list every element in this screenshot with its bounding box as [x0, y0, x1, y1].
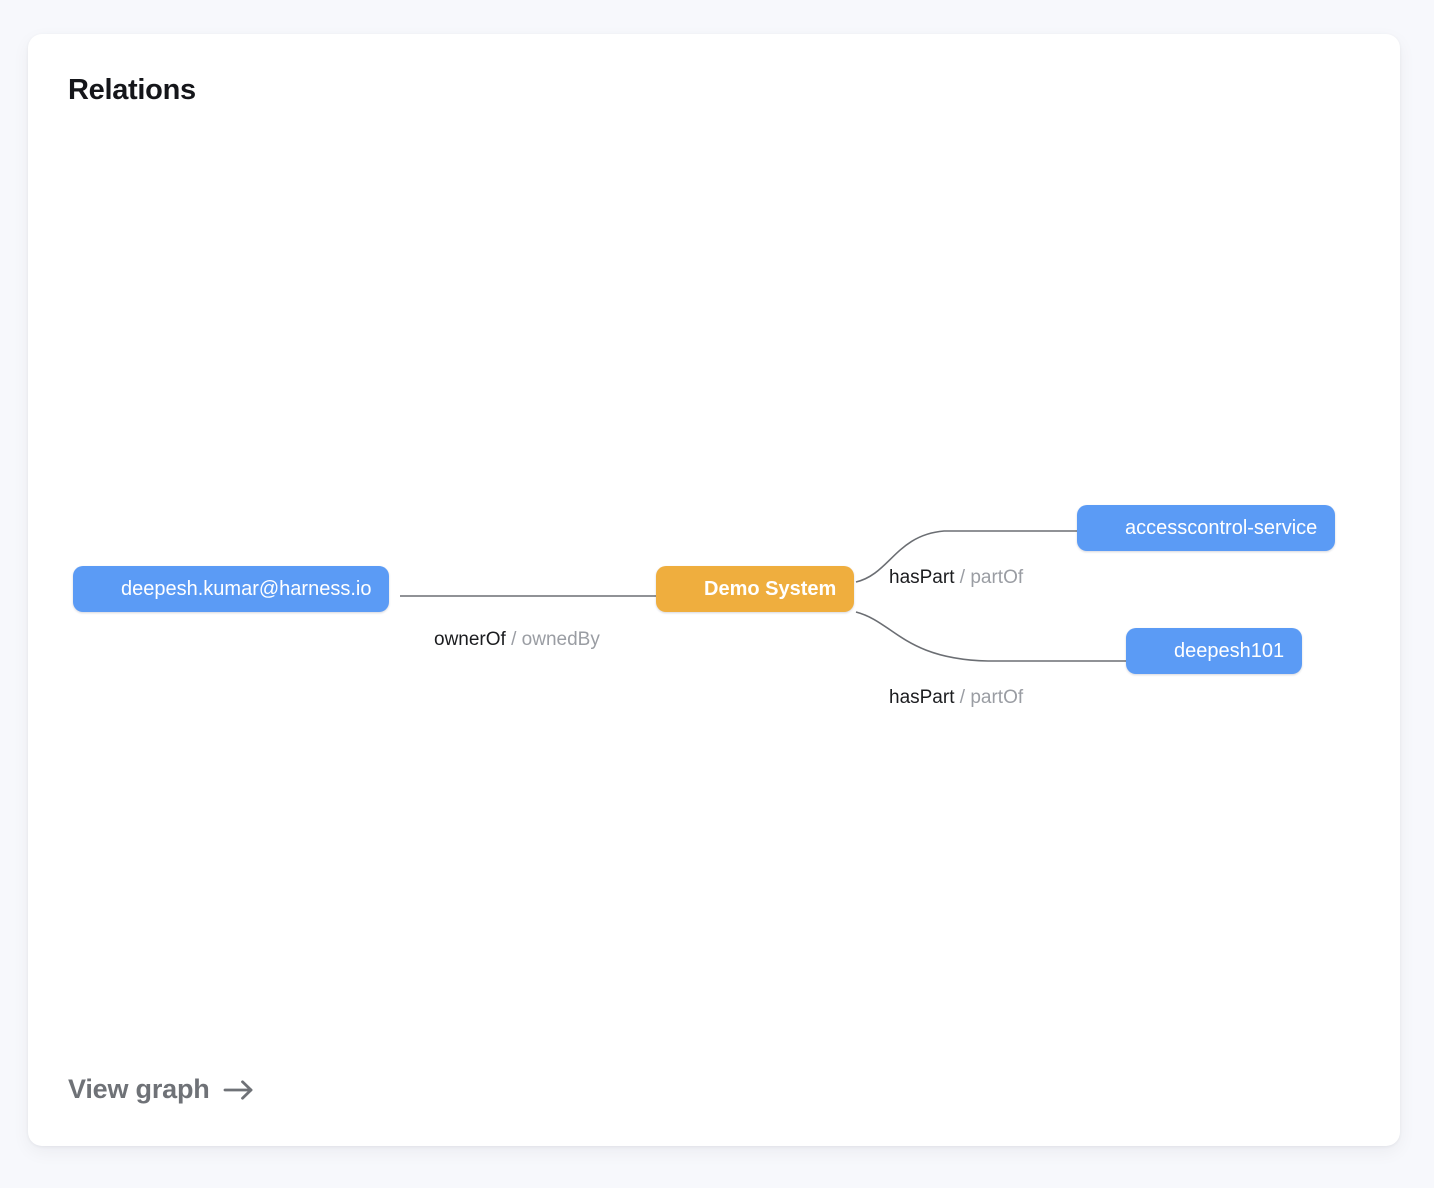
edge-path-part-1 — [855, 530, 1077, 583]
person-icon — [87, 578, 945, 1095]
graph-node-user[interactable]: deepesh.kumar@harness.io — [73, 566, 945, 1095]
edge-label-part-2: hasPart / partOf — [889, 688, 1023, 707]
graph-edges — [400, 530, 1126, 662]
edge-label-forward: hasPart — [889, 567, 955, 588]
memory-chip-icon — [1140, 640, 1400, 1086]
edge-label-separator: / — [959, 687, 966, 708]
edge-label-separator: / — [511, 629, 517, 650]
graph-node-system[interactable]: Demo System — [656, 566, 1400, 1011]
graph-node-label: deepesh101 — [1174, 640, 1285, 662]
edge-label-reverse: ownedBy — [521, 629, 600, 650]
graph-node-service[interactable]: accesscontrol-service — [1077, 505, 1400, 1146]
edge-label-reverse: partOf — [970, 687, 1024, 708]
graph-node-label: Demo System — [704, 578, 837, 600]
graph-node-resource[interactable]: deepesh101 — [1126, 628, 1400, 1086]
edge-label-reverse: partOf — [970, 567, 1024, 588]
relations-card: Relations deepesh.kumar@harness.io — [28, 34, 1400, 1146]
graph-node-label: deepesh.kumar@harness.io — [121, 578, 372, 600]
edge-label-part-1: hasPart / partOf — [889, 568, 1023, 587]
edge-label-forward: ownerOf — [434, 629, 506, 650]
category-icon — [670, 578, 1400, 1011]
relations-graph[interactable]: deepesh.kumar@harness.io Demo System acc… — [28, 34, 1400, 1146]
view-graph-label: View graph — [68, 1074, 210, 1104]
arrow-right-icon — [222, 1076, 256, 1104]
graph-node-label: accesscontrol-service — [1125, 517, 1318, 539]
edge-label-owner: ownerOf / ownedBy — [434, 630, 600, 649]
view-graph-link[interactable]: View graph — [68, 1074, 256, 1105]
edge-label-separator: / — [959, 567, 966, 588]
edge-label-forward: hasPart — [889, 687, 955, 708]
edge-path-part-2 — [855, 611, 1126, 662]
page-title: Relations — [68, 74, 196, 106]
puzzle-piece-icon — [1091, 517, 1400, 1146]
